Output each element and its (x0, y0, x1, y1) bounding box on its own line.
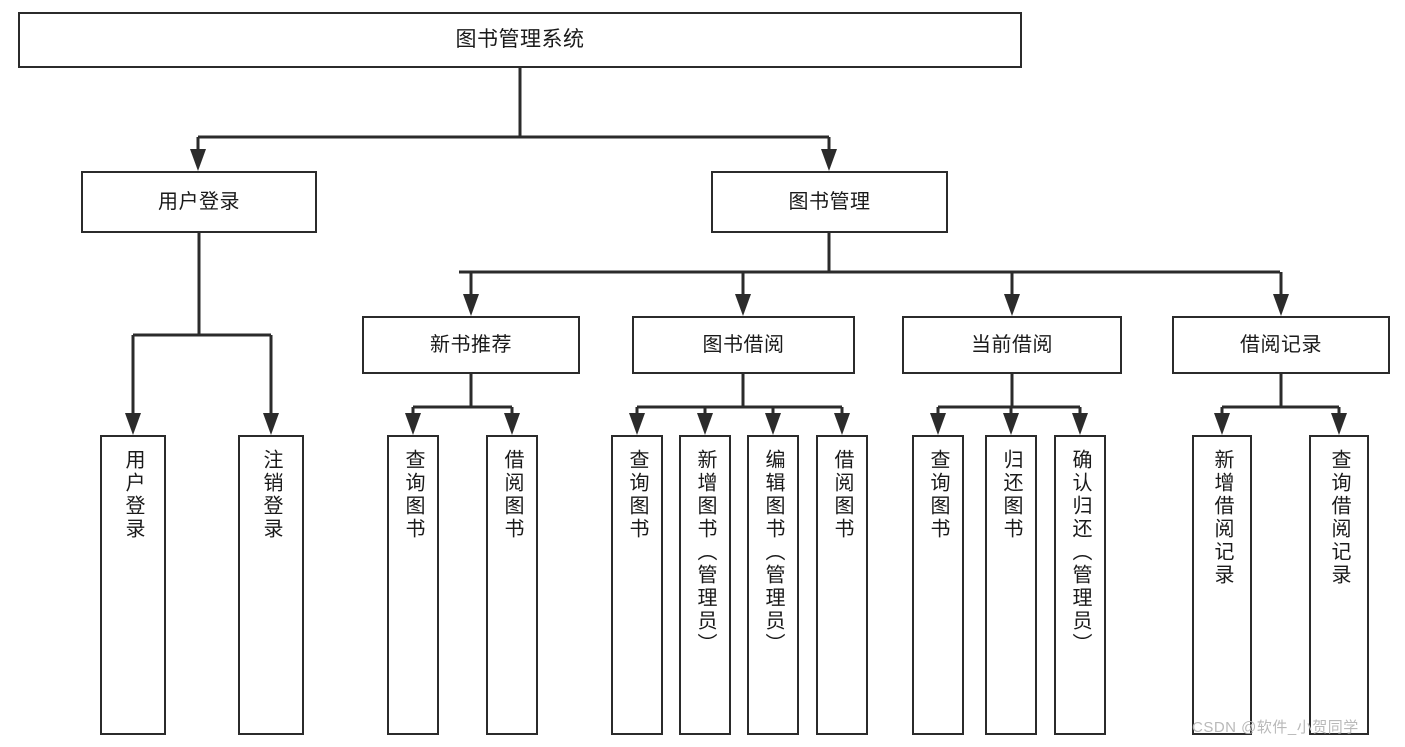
arrowhead-icon (735, 294, 751, 316)
node-root[interactable]: 图书管理系统 (18, 12, 1022, 68)
arrowhead-icon (504, 413, 520, 435)
node-label-leaf-query-rec: 查询借阅记录 (1328, 449, 1350, 587)
arrowhead-icon (190, 149, 206, 171)
node-leaf-add-rec[interactable]: 新增借阅记录 (1192, 435, 1252, 735)
node-new-book-rec[interactable]: 新书推荐 (362, 316, 580, 374)
node-label-leaf-logout: 注销登录 (260, 449, 282, 541)
node-label-new-book-rec: 新书推荐 (430, 333, 512, 356)
arrowhead-icon (697, 413, 713, 435)
node-leaf-query-2[interactable]: 查询图书 (611, 435, 663, 735)
node-leaf-borrow-2[interactable]: 借阅图书 (816, 435, 868, 735)
node-label-current-borrow: 当前借阅 (971, 333, 1053, 356)
node-leaf-confirm[interactable]: 确认归还（管理员） (1054, 435, 1106, 735)
arrowhead-icon (629, 413, 645, 435)
node-leaf-add-book[interactable]: 新增图书（管理员） (679, 435, 731, 735)
node-label-leaf-user-login: 用户登录 (122, 449, 144, 541)
node-leaf-logout[interactable]: 注销登录 (238, 435, 304, 735)
node-label-book-manage: 图书管理 (788, 190, 871, 213)
arrowhead-icon (263, 413, 279, 435)
node-leaf-borrow-1[interactable]: 借阅图书 (486, 435, 538, 735)
arrowhead-icon (463, 294, 479, 316)
node-borrow-record[interactable]: 借阅记录 (1172, 316, 1390, 374)
arrowhead-icon (930, 413, 946, 435)
node-label-leaf-add-book: 新增图书（管理员） (694, 449, 716, 656)
node-label-leaf-edit-book: 编辑图书（管理员） (762, 449, 784, 656)
csdn-watermark: CSDN @软件_小贺同学 (1192, 719, 1359, 736)
node-leaf-query-rec[interactable]: 查询借阅记录 (1309, 435, 1369, 735)
node-book-borrow[interactable]: 图书借阅 (632, 316, 855, 374)
node-label-borrow-record: 借阅记录 (1240, 333, 1322, 356)
node-label-leaf-borrow-1: 借阅图书 (501, 449, 523, 541)
arrowhead-icon (765, 413, 781, 435)
node-label-leaf-return: 归还图书 (1000, 449, 1022, 541)
arrowhead-icon (125, 413, 141, 435)
node-leaf-query-1[interactable]: 查询图书 (387, 435, 439, 735)
node-label-leaf-add-rec: 新增借阅记录 (1211, 449, 1233, 587)
node-label-leaf-confirm: 确认归还（管理员） (1069, 449, 1091, 656)
node-user-login[interactable]: 用户登录 (81, 171, 317, 233)
node-label-leaf-query-1: 查询图书 (402, 449, 424, 541)
node-book-manage[interactable]: 图书管理 (711, 171, 948, 233)
arrowhead-icon (834, 413, 850, 435)
arrowhead-icon (1004, 294, 1020, 316)
arrowhead-icon (1331, 413, 1347, 435)
node-label-user-login: 用户登录 (158, 190, 240, 213)
node-label-book-borrow: 图书借阅 (702, 333, 785, 356)
node-leaf-query-3[interactable]: 查询图书 (912, 435, 964, 735)
arrowhead-icon (1273, 294, 1289, 316)
arrowhead-icon (1214, 413, 1230, 435)
node-label-leaf-query-2: 查询图书 (626, 449, 648, 541)
node-leaf-return[interactable]: 归还图书 (985, 435, 1037, 735)
arrowhead-icon (405, 413, 421, 435)
node-label-root: 图书管理系统 (455, 27, 585, 51)
node-leaf-edit-book[interactable]: 编辑图书（管理员） (747, 435, 799, 735)
node-leaf-user-login[interactable]: 用户登录 (100, 435, 166, 735)
node-label-leaf-borrow-2: 借阅图书 (831, 449, 853, 541)
node-label-leaf-query-3: 查询图书 (927, 449, 949, 541)
node-current-borrow[interactable]: 当前借阅 (902, 316, 1122, 374)
arrowhead-icon (1072, 413, 1088, 435)
arrowhead-icon (821, 149, 837, 171)
arrowhead-icon (1003, 413, 1019, 435)
